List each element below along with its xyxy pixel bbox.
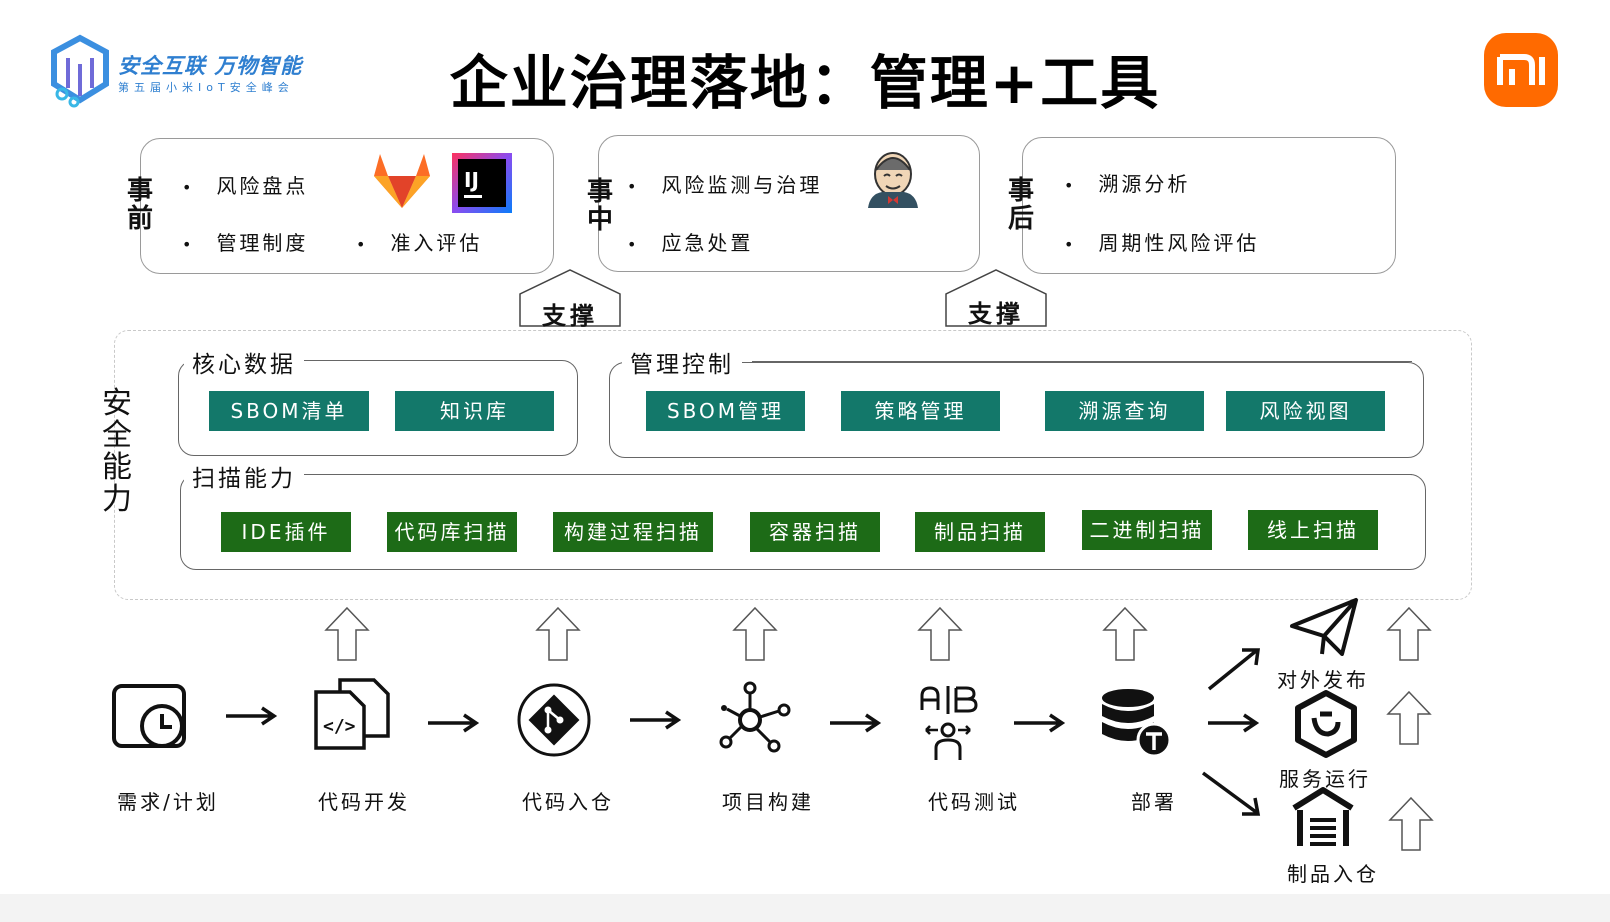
- chip-risk-view: 风险视图: [1226, 391, 1385, 431]
- up-arrow-icon: [917, 606, 963, 661]
- up-arrow-icon: [324, 606, 370, 661]
- up-arrow-icon: [1388, 796, 1434, 851]
- phase-before-item-risk-inventory: 风险盘点: [182, 170, 308, 199]
- scanning-title: 扫描能力: [184, 459, 304, 493]
- xiaomi-mi-icon: [1497, 54, 1545, 85]
- event-logo-subtitle: 第五届小米IoT安全峰会: [118, 81, 294, 94]
- warehouse-icon: [1292, 787, 1354, 846]
- gitlab-icon: [374, 154, 430, 208]
- build-hub-icon: [719, 681, 791, 753]
- svg-text:IJ: IJ: [464, 168, 479, 192]
- chip-build-scan: 构建过程扫描: [553, 512, 713, 552]
- chip-container-scan: 容器扫描: [750, 512, 880, 552]
- stage-label-test: 代码测试: [928, 790, 1020, 814]
- support-house-shape-right: [945, 269, 1047, 327]
- intellij-idea-icon: IJ: [452, 153, 512, 213]
- stage-label-deploy: 部署: [1131, 790, 1177, 814]
- bottom-strip: [0, 894, 1610, 922]
- capability-container: [114, 330, 1472, 600]
- scanning-title-rule: [318, 474, 1412, 475]
- phase-after-label: 事后: [1007, 176, 1034, 234]
- event-logo-mark-icon: [51, 34, 109, 108]
- calendar-clock-icon: [112, 684, 186, 748]
- chip-sbom-list: SBOM清单: [209, 391, 369, 431]
- capability-label: 安全能力: [102, 386, 132, 517]
- arrow-right-icon: [428, 713, 480, 733]
- phase-before-label: 事前: [126, 176, 153, 234]
- page-title: 企业治理落地：管理+工具: [449, 49, 1161, 117]
- up-arrow-icon: [535, 606, 581, 661]
- phase-before-item-admission: 准入评估: [356, 227, 482, 256]
- chip-online-scan: 线上扫描: [1248, 510, 1378, 550]
- chip-artifact-scan: 制品扫描: [915, 512, 1045, 552]
- xiaomi-logo: [1484, 33, 1558, 107]
- svg-text:</>: </>: [323, 716, 356, 737]
- up-arrow-icon: [1386, 690, 1432, 745]
- chip-repo-scan: 代码库扫描: [387, 512, 517, 552]
- support-label-left: 支撑: [542, 302, 598, 330]
- phase-after-item-periodic-eval: 周期性风险评估: [1064, 227, 1259, 256]
- chip-binary-scan: 二进制扫描: [1082, 510, 1212, 550]
- code-files-icon: </>: [314, 678, 390, 750]
- phase-before-item-policy: 管理制度: [182, 227, 308, 256]
- chip-trace-query: 溯源查询: [1045, 391, 1204, 431]
- stage-label-build: 项目构建: [722, 790, 814, 814]
- support-label-right: 支撑: [968, 300, 1024, 328]
- output-label-service-run: 服务运行: [1279, 767, 1371, 791]
- database-deploy-icon: [1102, 689, 1172, 758]
- arrow-down-right-icon: [1201, 771, 1261, 816]
- git-icon: [517, 683, 591, 757]
- arrow-up-right-icon: [1207, 648, 1260, 691]
- event-logo-title: 安全互联 万物智能: [118, 54, 303, 78]
- arrow-right-icon: [1208, 713, 1260, 733]
- chip-knowledge-base: 知识库: [395, 391, 554, 431]
- up-arrow-icon: [1386, 606, 1432, 661]
- ab-test-icon: [920, 686, 978, 760]
- arrow-right-icon: [630, 710, 682, 730]
- stage-label-develop: 代码开发: [318, 790, 410, 814]
- phase-during-label: 事中: [586, 177, 613, 235]
- management-title: 管理控制: [622, 345, 742, 379]
- service-hexagon-icon: [1295, 690, 1357, 758]
- chip-sbom-management: SBOM管理: [646, 391, 805, 431]
- event-logo: 安全互联 万物智能 第五届小米IoT安全峰会: [48, 34, 338, 110]
- up-arrow-icon: [1102, 606, 1148, 661]
- output-label-release: 对外发布: [1277, 668, 1369, 692]
- jenkins-icon: [868, 152, 918, 208]
- stage-label-commit: 代码入仓: [522, 790, 614, 814]
- arrow-right-icon: [1014, 713, 1066, 733]
- arrow-right-icon: [830, 713, 882, 733]
- phase-after-item-tracing: 溯源分析: [1064, 168, 1190, 197]
- phase-during-item-monitoring: 风险监测与治理: [627, 169, 822, 198]
- arrow-right-icon: [226, 706, 278, 726]
- management-title-rule: [752, 361, 1412, 362]
- phase-during-item-emergency: 应急处置: [627, 227, 753, 256]
- paper-plane-icon: [1290, 598, 1358, 656]
- chip-policy-management: 策略管理: [841, 391, 1000, 431]
- up-arrow-icon: [732, 606, 778, 661]
- stage-label-plan: 需求/计划: [117, 790, 219, 814]
- output-label-artifact-store: 制品入仓: [1287, 862, 1379, 886]
- chip-ide-plugin: IDE插件: [221, 512, 351, 552]
- support-house-shape-left: [519, 269, 621, 327]
- core-data-title: 核心数据: [184, 345, 304, 379]
